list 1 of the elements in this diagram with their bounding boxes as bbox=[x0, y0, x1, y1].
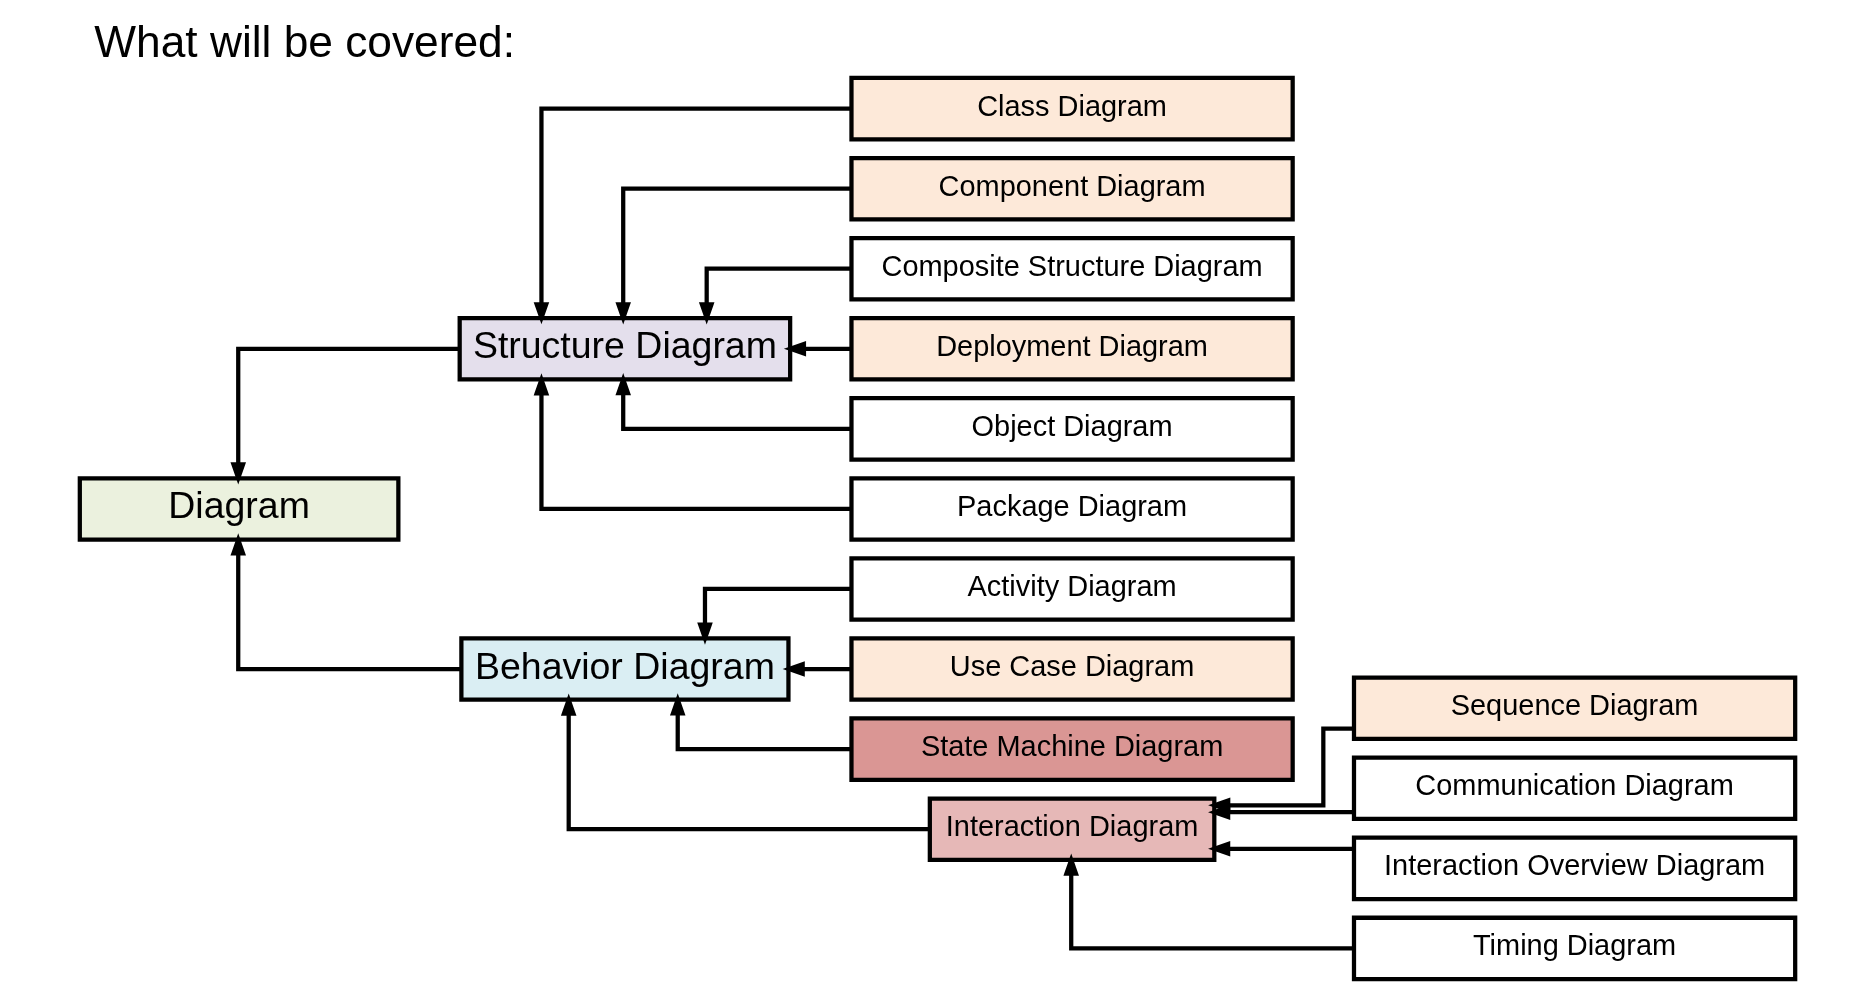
diagram-title: What will be covered: bbox=[93, 17, 515, 67]
